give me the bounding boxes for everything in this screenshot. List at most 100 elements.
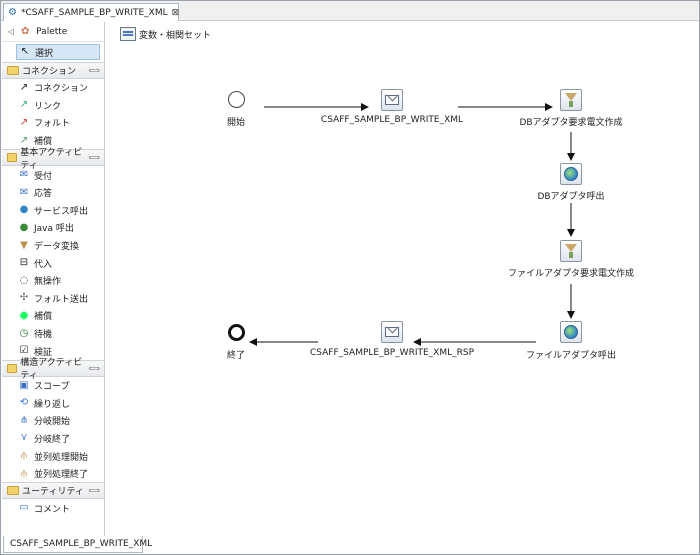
folder-icon — [7, 363, 18, 373]
globe-icon — [564, 325, 578, 339]
palette-item-link[interactable]: ↗リンク — [2, 97, 104, 115]
palette-item-label: フォルト — [34, 119, 71, 130]
scope-icon: ▣ — [19, 379, 29, 391]
db-request-label: DBアダプタ要求電文作成 — [519, 118, 623, 128]
palette-item-label: 並列処理開始 — [34, 452, 89, 463]
palette-item-empty[interactable]: ◌無操作 — [2, 272, 104, 290]
start-node[interactable] — [228, 91, 245, 108]
palette-category-utility[interactable]: ユーティリティ ⟺ — [2, 482, 104, 500]
palette-title: Palette — [36, 26, 68, 37]
collapse-icon[interactable]: ◁ — [8, 27, 15, 36]
drag-handle-icon[interactable]: ⟺ — [88, 363, 100, 373]
comment-icon: ▭ — [19, 502, 29, 514]
variables-label: 変数・相関セット — [139, 30, 212, 41]
pointer-icon: ↖ — [20, 46, 30, 57]
flow-connections — [249, 103, 575, 346]
palette-item-java[interactable]: ● Java 呼出 — [2, 219, 104, 237]
editor-tabbar: ⚙ *CSAFF_SAMPLE_BP_WRITE_XML ⊠ — [1, 1, 699, 21]
branch-end-icon: ⋎ — [20, 432, 28, 444]
palette-item-branch-end[interactable]: ⋎ 分岐終了 — [2, 430, 104, 448]
receive-activity[interactable] — [381, 89, 403, 111]
palette-item-label: 受付 — [34, 171, 53, 182]
palette-item-comment[interactable]: ▭ コメント — [2, 499, 104, 517]
file-request-label: ファイルアダプタ要求電文作成 — [507, 269, 635, 279]
palette-item-compensation[interactable]: ↗ 補償 — [2, 132, 104, 150]
java-icon: ● — [19, 221, 29, 233]
reply-icon: ✉ — [19, 186, 29, 198]
palette-item-connection[interactable]: ↗コネクション — [2, 79, 104, 97]
palette-item-transform[interactable]: ▼ データ変換 — [2, 237, 104, 255]
file-request-activity[interactable] — [560, 240, 582, 262]
palette-header[interactable]: ◁ ✿ Palette — [2, 22, 104, 42]
palette-item-scope[interactable]: ▣ スコープ — [2, 377, 104, 395]
palette-item-label: 選択 — [35, 48, 54, 59]
folder-icon — [7, 66, 19, 75]
db-request-activity[interactable] — [560, 89, 582, 111]
bottom-tab[interactable]: CSAFF_SAMPLE_BP_WRITE_XML — [3, 536, 152, 553]
palette-item-label: コメント — [34, 504, 71, 515]
palette-item-label: 応答 — [34, 189, 53, 200]
palette-item-label: データ変換 — [34, 242, 80, 253]
palette-item-label: 補償 — [34, 312, 53, 323]
palette-item-branch-start[interactable]: ⋔分岐開始 — [2, 412, 104, 430]
palette-item-parallel-end[interactable]: ⫛ 並列処理終了 — [2, 465, 104, 483]
db-call-label: DBアダプタ呼出 — [537, 192, 605, 202]
palette-item-label: Java 呼出 — [34, 224, 74, 235]
palette-item-label: コネクション — [34, 84, 89, 95]
palette-item-receive[interactable]: ✉受付 — [2, 166, 104, 184]
globe-icon: ● — [19, 204, 29, 216]
palette-category-connections[interactable]: コネクション ⟺ — [2, 62, 104, 79]
palette-item-throw[interactable]: ✣フォルト送出 — [2, 290, 104, 308]
editor-tab[interactable]: ⚙ *CSAFF_SAMPLE_BP_WRITE_XML ⊠ — [3, 3, 179, 21]
palette-item-label: リンク — [34, 101, 62, 112]
palette-item-label: サービス呼出 — [34, 206, 89, 217]
palette-item-invoke[interactable]: ● サービス呼出 — [2, 202, 104, 220]
parallel-start-icon: ⫛ — [21, 450, 27, 462]
palette-item-while[interactable]: ⟲ 繰り返し — [2, 395, 104, 413]
compensation-link-icon: ↗ — [19, 134, 29, 146]
palette: ◁ ✿ Palette ↖ 選択 コネクション ⟺ ↗コネクション ↗リンク ↗… — [2, 22, 105, 536]
category-label: 構造アクティビティ — [20, 358, 83, 382]
palette-category-structured[interactable]: 構造アクティビティ ⟺ — [2, 358, 104, 381]
start-label: 開始 — [226, 118, 246, 128]
palette-item-parallel-start[interactable]: ⫛ 並列処理開始 — [2, 447, 104, 465]
palette-item-label: 検証 — [34, 347, 53, 358]
palette-category-basic[interactable]: 基本アクティビティ ⟺ — [2, 148, 104, 171]
palette-item-label: 分岐終了 — [34, 434, 71, 445]
palette-item-label: スコープ — [34, 382, 70, 393]
palette-item-assign[interactable]: ⊟代入 — [2, 254, 104, 272]
loop-icon: ⟲ — [19, 397, 29, 409]
drag-handle-icon[interactable]: ⟺ — [88, 153, 100, 163]
palette-item-label: 補償 — [34, 137, 53, 148]
file-call-activity[interactable] — [560, 321, 582, 343]
funnel-icon: ▼ — [20, 239, 28, 251]
palette-item-validate[interactable]: ☑検証 — [2, 342, 104, 360]
category-label: 基本アクティビティ — [20, 147, 83, 171]
drag-handle-icon[interactable]: ⟺ — [88, 66, 100, 75]
envelope-icon — [385, 327, 399, 337]
palette-item-label: 繰り返し — [34, 399, 71, 410]
category-label: ユーティリティ — [22, 487, 84, 498]
clock-icon: ◷ — [19, 327, 29, 339]
compensate-icon: ● — [19, 309, 29, 321]
palette-item-label: 無操作 — [34, 277, 62, 288]
end-node[interactable] — [228, 324, 245, 341]
palette-item-label: フォルト送出 — [34, 294, 89, 305]
palette-item-select[interactable]: ↖ 選択 — [16, 44, 100, 60]
palette-item-wait[interactable]: ◷待機 — [2, 325, 104, 343]
palette-item-label: 並列処理終了 — [34, 470, 89, 481]
reply-activity[interactable] — [381, 321, 403, 343]
process-canvas[interactable]: 変数・相関セット 開始 CSAFF_SAMPLE_BP_WRITE_XML — [106, 22, 699, 536]
category-label: コネクション — [22, 67, 77, 77]
parallel-end-icon: ⫛ — [21, 467, 27, 479]
drag-handle-icon[interactable]: ⟺ — [88, 486, 100, 496]
funnel-icon — [565, 244, 577, 258]
close-icon[interactable]: ⊠ — [171, 7, 180, 18]
palette-item-reply[interactable]: ✉ 応答 — [2, 184, 104, 202]
file-call-label: ファイルアダプタ呼出 — [525, 351, 617, 361]
variables-button[interactable]: 変数・相関セット — [120, 27, 211, 41]
palette-item-compensate[interactable]: ● 補償 — [2, 307, 104, 325]
palette-item-fault[interactable]: ↗フォルト — [2, 114, 104, 132]
db-call-activity[interactable] — [560, 163, 582, 185]
